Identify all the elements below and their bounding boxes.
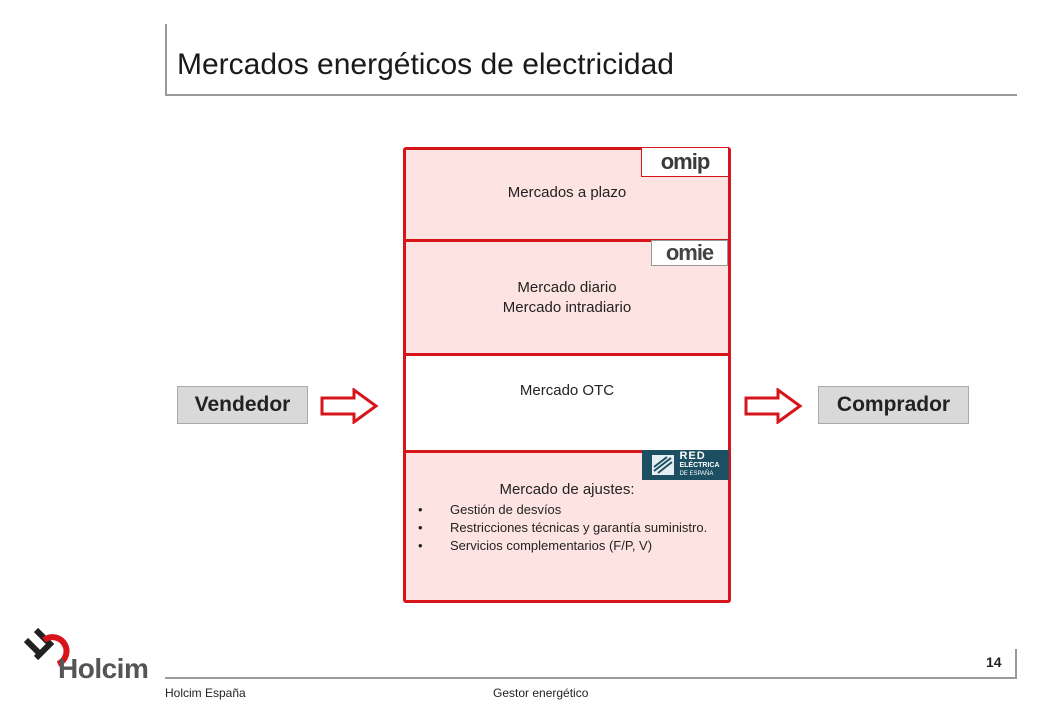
red-electrica-logo-line-3: DE ESPAÑA: [679, 470, 714, 477]
page-title: Mercados energéticos de electricidad: [177, 48, 674, 81]
red-electrica-logo-line-2: ELÉCTRICA: [679, 461, 720, 469]
red-electrica-symbol-icon: [652, 455, 675, 475]
buyer-label: Comprador: [836, 393, 951, 416]
seller-box: Vendedor: [177, 386, 308, 424]
buyer-box: Comprador: [818, 386, 969, 424]
footer-section: Gestor energético: [493, 686, 589, 700]
otc-market-block: Mercado OTC: [406, 353, 728, 450]
buyer-arrow-icon: [744, 388, 803, 424]
otc-market-label: Mercado OTC: [519, 382, 615, 399]
forward-market-block: Mercados a plazo: [406, 150, 728, 239]
footer-rule: [165, 677, 1017, 679]
red-electrica-logo-line-1: RED: [679, 450, 706, 462]
list-item: Restricciones técnicas y garantía sumini…: [418, 520, 728, 536]
footer-rule-tick: [1015, 649, 1017, 679]
red-electrica-logo-icon: RED ELÉCTRICA DE ESPAÑA: [642, 450, 729, 480]
market-stack: Mercados a plazo Mercado diario Mercado …: [403, 147, 731, 603]
page-number: 14: [986, 654, 1002, 670]
footer-company: Holcim España: [165, 686, 246, 700]
title-bar: Mercados energéticos de electricidad: [165, 24, 1017, 96]
list-item: Gestión de desvíos: [418, 502, 728, 518]
adjustment-market-heading: Mercado de ajustes:: [499, 481, 635, 498]
intraday-market-label: Mercado intradiario: [502, 299, 632, 316]
adjustment-market-block: Mercado de ajustes: Gestión de desvíos R…: [406, 450, 728, 600]
list-item: Servicios complementarios (F/P, V): [418, 538, 728, 554]
adjustment-market-list: Gestión de desvíos Restricciones técnica…: [406, 502, 728, 554]
omie-logo-text: omie: [665, 240, 714, 265]
omip-logo-icon: omip: [641, 147, 729, 177]
daily-market-label: Mercado diario: [517, 279, 617, 296]
omie-logo-icon: omie: [651, 240, 728, 266]
holcim-brand-name: Holcim: [58, 653, 149, 684]
seller-arrow-icon: [320, 388, 379, 424]
holcim-logo-icon: [23, 627, 70, 667]
daily-market-block: Mercado diario Mercado intradiario: [406, 239, 728, 353]
seller-label: Vendedor: [194, 393, 291, 416]
omip-logo-text: omip: [660, 149, 711, 174]
forward-market-label: Mercados a plazo: [507, 184, 627, 201]
